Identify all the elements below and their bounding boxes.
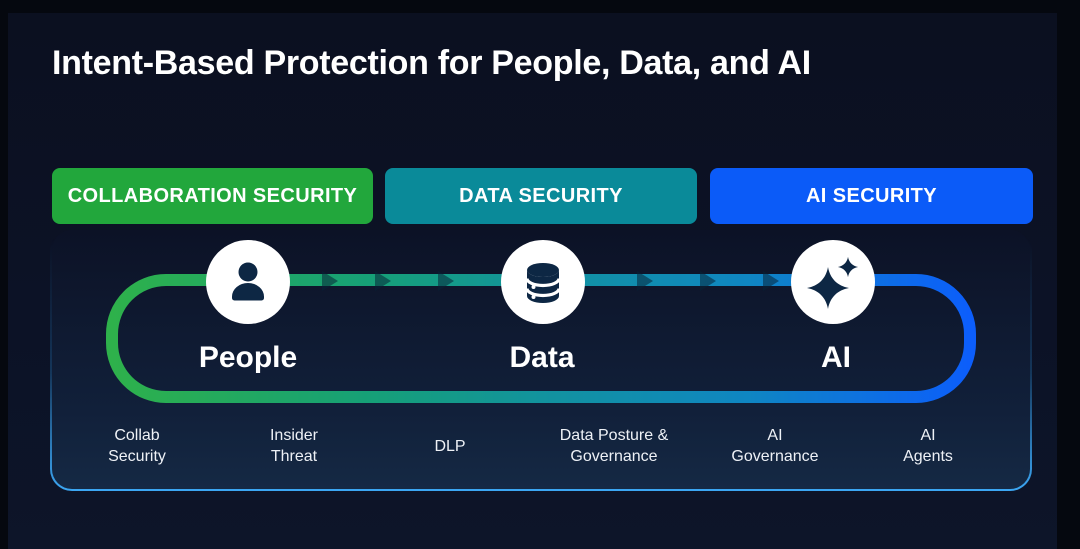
- pill-collaboration-security: COLLABORATION SECURITY: [52, 168, 373, 224]
- footer-label-dlp: DLP: [434, 437, 466, 455]
- database-icon: [501, 240, 585, 324]
- footer-label-insider-threat: Insider Threat: [269, 427, 319, 465]
- footer-label-data-posture-governance: Data Posture & Governance: [559, 427, 669, 465]
- node-label-data: Data: [509, 341, 575, 374]
- pill-data-security-label: DATA SECURITY: [459, 184, 623, 207]
- ai-sparkle-icon: [791, 240, 875, 324]
- pill-collaboration-security-label: COLLABORATION SECURITY: [67, 184, 358, 207]
- pill-data-security: DATA SECURITY: [385, 168, 697, 224]
- footer-label-ai-agents: AI Agents: [903, 427, 953, 465]
- footer-label-ai-governance: AI Governance: [731, 427, 819, 465]
- pill-ai-security-label: AI SECURITY: [805, 184, 938, 207]
- footer-label-collab-security: Collab Security: [108, 427, 166, 465]
- page-title: Intent-Based Protection for People, Data…: [52, 44, 811, 82]
- node-label-people: People: [198, 341, 298, 374]
- node-label-ai: AI: [821, 341, 851, 374]
- pill-ai-security: AI SECURITY: [710, 168, 1033, 224]
- person-icon: [206, 240, 290, 324]
